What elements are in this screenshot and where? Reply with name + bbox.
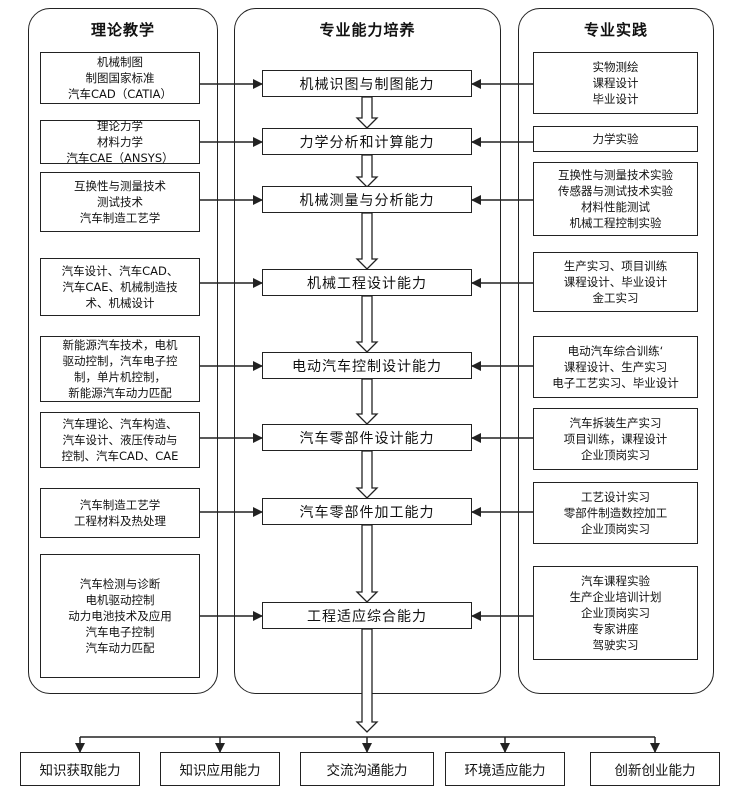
ability-box: 汽车零部件加工能力 xyxy=(262,498,472,525)
ability-column-title: 专业能力培养 xyxy=(319,21,416,39)
ability-box: 电动汽车控制设计能力 xyxy=(262,352,472,379)
theory-box: 汽车理论、汽车构造、 汽车设计、液压传动与 控制、汽车CAD、CAE xyxy=(40,412,200,468)
practice-box: 实物测绘 课程设计 毕业设计 xyxy=(533,52,698,114)
practice-column-title: 专业实践 xyxy=(583,21,648,39)
practice-box: 汽车课程实验 生产企业培训计划 企业顶岗实习 专家讲座 驾驶实习 xyxy=(533,566,698,660)
right-arrows xyxy=(471,79,533,621)
theory-box: 互换性与测量技术 测试技术 汽车制造工艺学 xyxy=(40,172,200,232)
left-arrows xyxy=(200,79,263,621)
outcome-box: 环境适应能力 xyxy=(445,752,565,786)
ability-box: 机械识图与制图能力 xyxy=(262,70,472,97)
theory-box: 机械制图 制图国家标准 汽车CAD（CATIA） xyxy=(40,52,200,104)
theory-box: 新能源汽车技术，电机 驱动控制，汽车电子控 制，单片机控制， 新能源汽车动力匹配 xyxy=(40,336,200,402)
theory-box: 汽车制造工艺学 工程材料及热处理 xyxy=(40,488,200,538)
ability-box: 汽车零部件设计能力 xyxy=(262,424,472,451)
outcome-box: 知识应用能力 xyxy=(160,752,280,786)
vertical-arrows xyxy=(355,96,379,733)
practice-box: 汽车拆装生产实习 项目训练，课程设计 企业顶岗实习 xyxy=(533,408,698,470)
outcome-box: 交流沟通能力 xyxy=(300,752,434,786)
practice-box: 力学实验 xyxy=(533,126,698,152)
practice-box: 互换性与测量技术实验 传感器与测试技术实验 材料性能测试 机械工程控制实验 xyxy=(533,162,698,236)
outcome-box: 知识获取能力 xyxy=(20,752,140,786)
ability-box: 力学分析和计算能力 xyxy=(262,128,472,155)
practice-box: 生产实习、项目训练 课程设计、毕业设计 金工实习 xyxy=(533,252,698,312)
outcome-box: 创新创业能力 xyxy=(590,752,720,786)
practice-box: 工艺设计实习 零部件制造数控加工 企业顶岗实习 xyxy=(533,482,698,544)
practice-box: 电动汽车综合训练‘ 课程设计、生产实习 电子工艺实习、毕业设计 xyxy=(533,336,698,398)
ability-box: 工程适应综合能力 xyxy=(262,602,472,629)
bottom-branches xyxy=(75,736,660,753)
theory-column-title: 理论教学 xyxy=(90,21,155,39)
ability-box: 机械测量与分析能力 xyxy=(262,186,472,213)
theory-box: 汽车设计、汽车CAD、 汽车CAE、机械制造技 术、机械设计 xyxy=(40,258,200,316)
theory-box: 理论力学 材料力学 汽车CAE（ANSYS） xyxy=(40,119,200,165)
ability-box: 机械工程设计能力 xyxy=(262,269,472,296)
theory-box: 汽车检测与诊断 电机驱动控制 动力电池技术及应用 汽车电子控制 汽车动力匹配 xyxy=(40,554,200,678)
